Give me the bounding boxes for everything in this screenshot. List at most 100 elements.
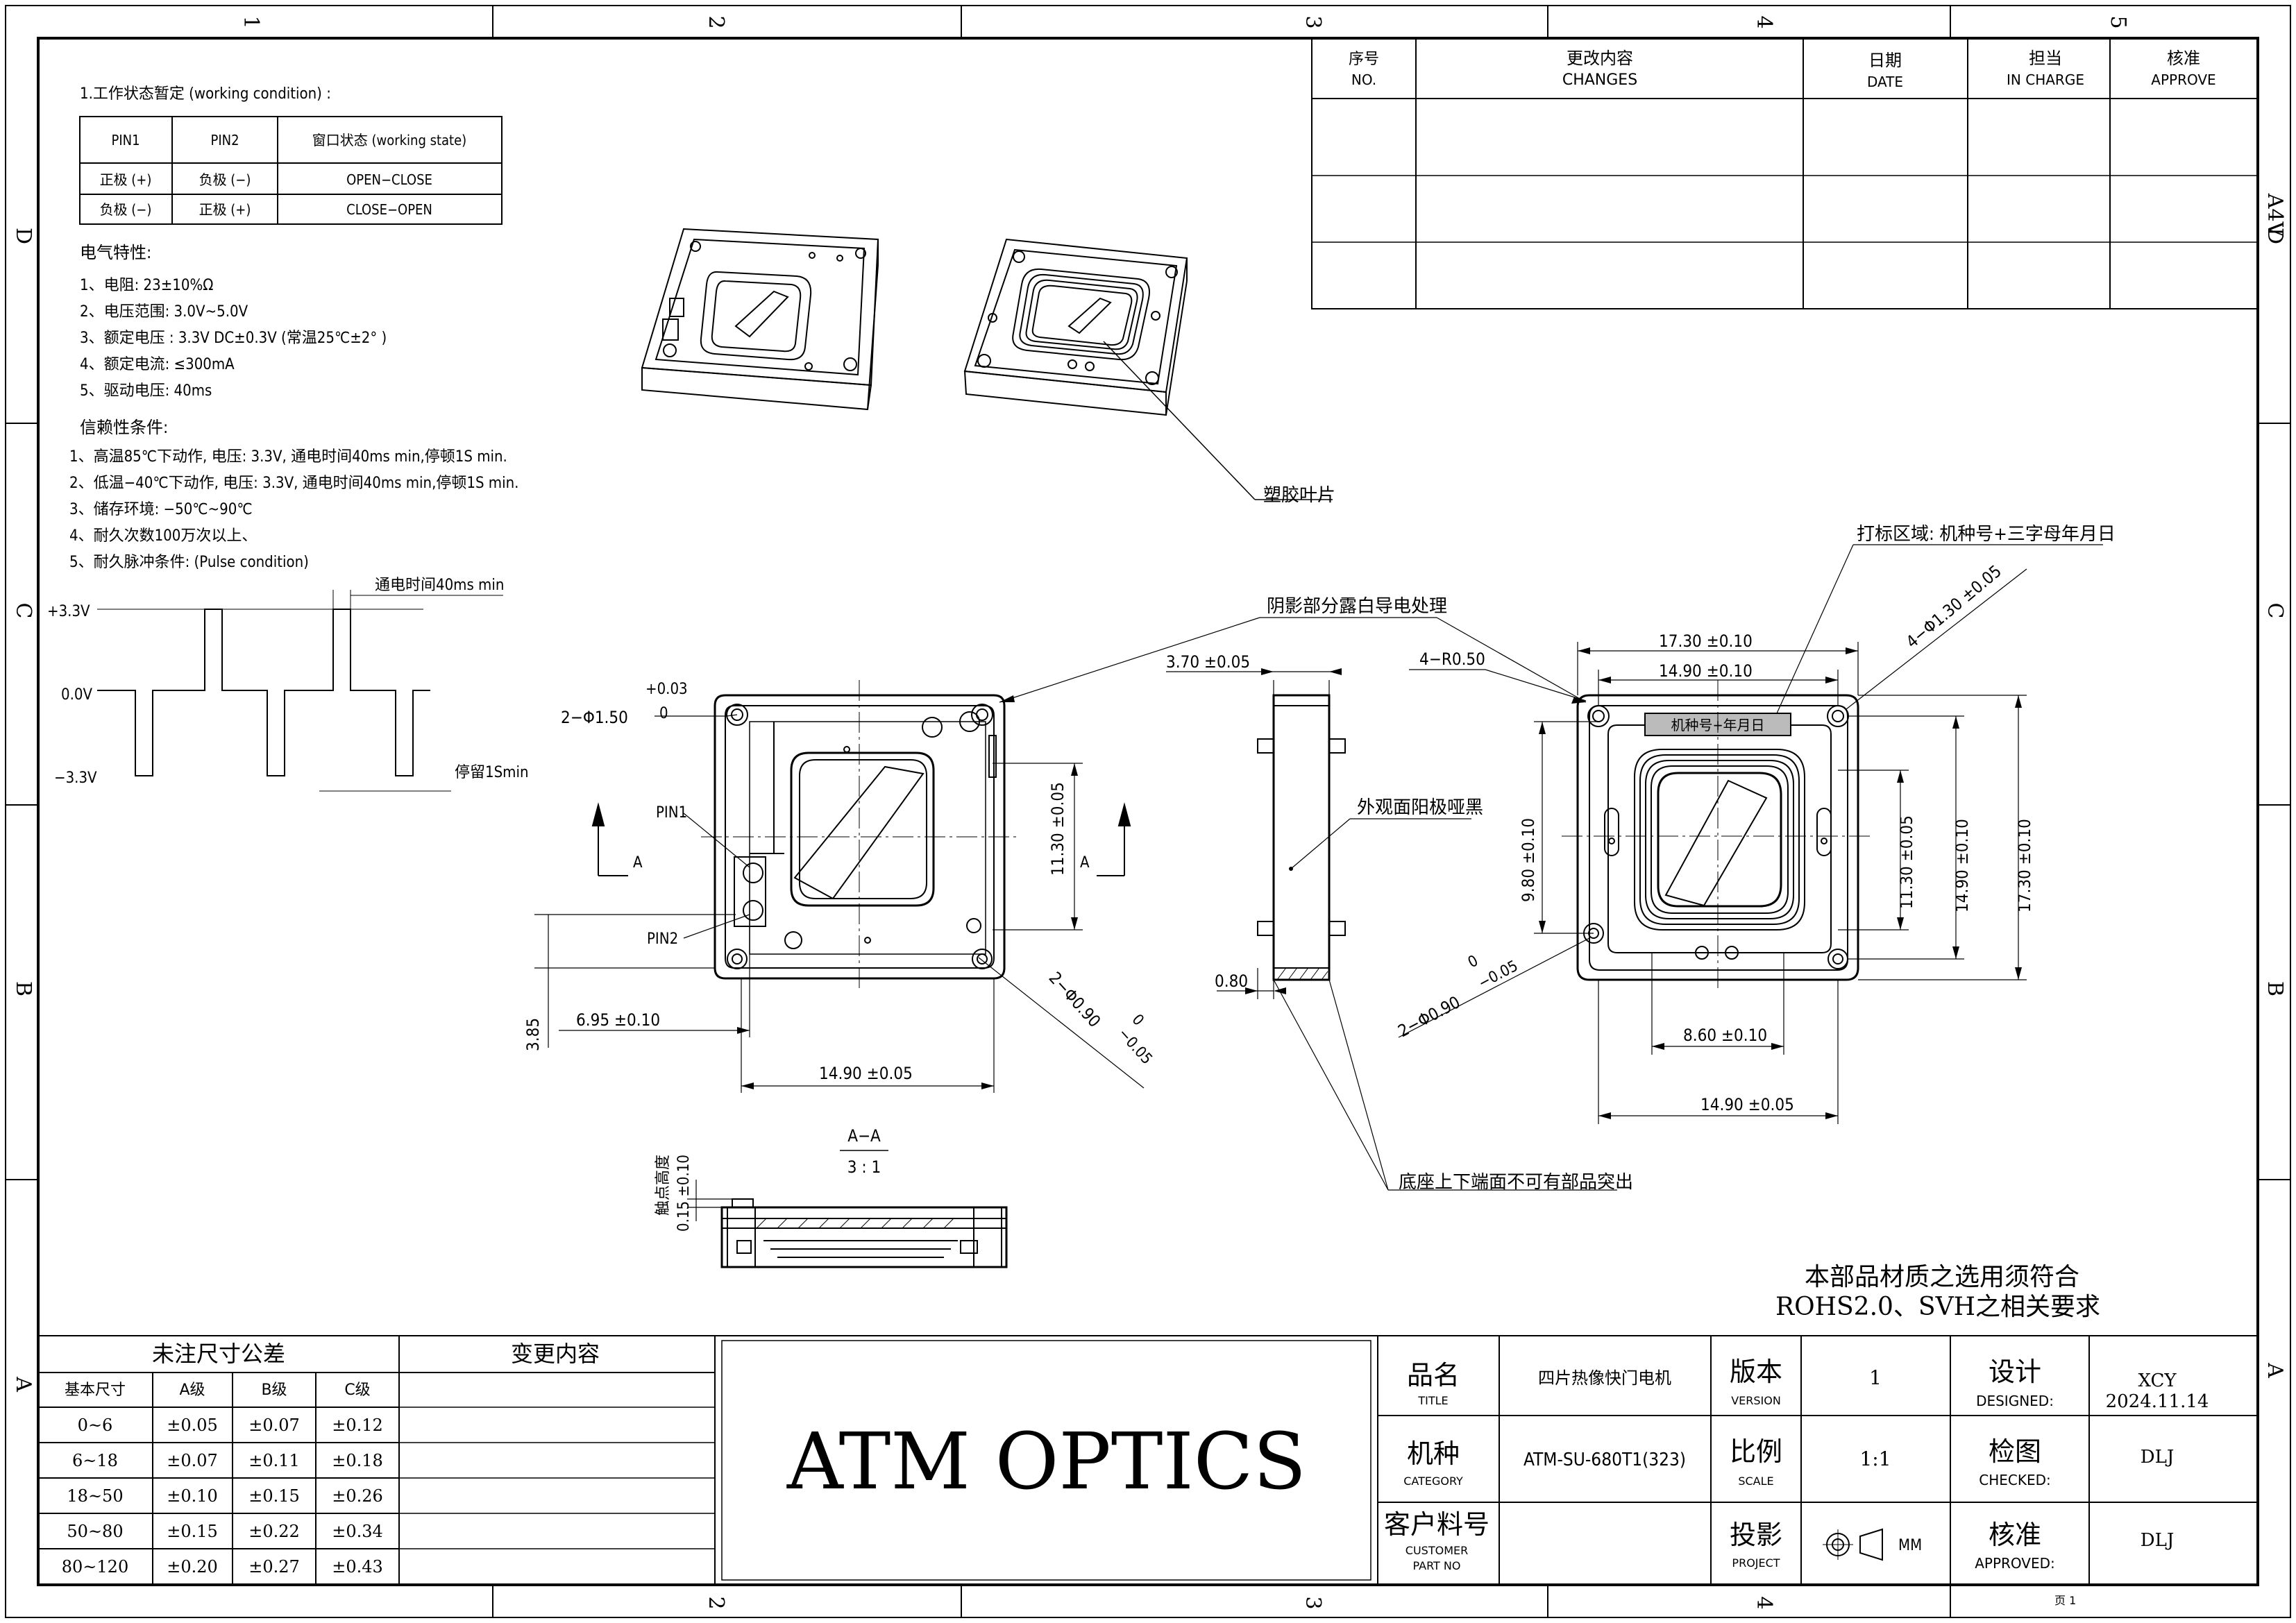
front-dim-14-90: 14.90 ±0.05 [819, 1064, 913, 1083]
front-dim-6-95: 6.95 ±0.10 [576, 1010, 660, 1030]
pulse-on-time: 通电时间40ms min [375, 577, 504, 594]
back-r-0-50: 4−R0.50 [1419, 649, 1485, 669]
contact-height-value: 0.15 ±0.10 [675, 1155, 693, 1232]
section-label-a-left: A [633, 854, 643, 872]
paper-size-label: A4V [2263, 193, 2287, 238]
checked-label: 检图 [1989, 1436, 2041, 1467]
tolerance-cell: ±0.26 [332, 1486, 383, 1506]
front-dim-3-85: 3.85 [523, 1018, 543, 1051]
zone-col-4-bottom: 4 [1752, 1596, 1776, 1609]
tolerance-cell: ±0.15 [167, 1522, 218, 1541]
zone-row-b-right: B [2263, 981, 2287, 996]
rohs-line-1: 本部品材质之选用须符合 [1805, 1263, 2079, 1291]
plastic-blade-label: 塑胶叶片 [1263, 485, 1335, 506]
back-dim-17-30-v: 17.30 ±0.10 [2015, 819, 2034, 912]
revision-header-in-charge: 担当 [2029, 49, 2062, 68]
section-arrow-a-left [591, 802, 628, 876]
tolerance-cell: 80~120 [62, 1557, 128, 1577]
pulse-v-low: −3.3V [54, 770, 97, 787]
pulse-pause: 停留1Smin [455, 764, 529, 781]
pulse-v-zero: 0.0V [61, 686, 92, 704]
back-hole-1-30: 4−Φ1.30 ±0.05 [1902, 561, 2005, 652]
side-dim-0-80: 0.80 [1215, 971, 1248, 991]
section-hatch [756, 1218, 954, 1229]
title-value: 四片热像快门电机 [1538, 1368, 1671, 1388]
electrical-line: 4、额定电流: ≤300mA [80, 356, 235, 373]
category-value: ATM-SU-680T1(323) [1523, 1450, 1686, 1470]
approved-name: DLJ [2141, 1530, 2175, 1551]
tolerance-cell: ±0.18 [332, 1451, 383, 1470]
zone-row-d-right: D [2263, 228, 2287, 244]
pin-table: PIN1 PIN2 窗口状态 (working state) 正极 (+) 负极… [79, 116, 503, 225]
zone-col-2-top: 2 [704, 15, 728, 28]
revision-header-no-en: NO. [1351, 71, 1376, 88]
designed-name: XCY [2138, 1370, 2177, 1391]
zone-row-a-right: A [2263, 1362, 2287, 1378]
electrical-line: 1、电阻: 23±10%Ω [80, 277, 213, 294]
designed-label-en: DESIGNED: [1976, 1393, 2054, 1409]
zone-row-c-right: C [2263, 603, 2287, 619]
tolerance-header: B级 [261, 1382, 287, 1399]
tolerance-cell: ±0.20 [167, 1557, 218, 1577]
version-label: 版本 [1730, 1357, 1782, 1387]
tolerance-cell: ±0.15 [248, 1486, 300, 1506]
pin-table-cell: 正极 (+) [100, 171, 152, 188]
tolerance-cell: 18~50 [67, 1486, 123, 1506]
back-hole-0-90-tol-up: 0 [1465, 952, 1481, 971]
tolerance-cell: ±0.34 [332, 1522, 383, 1541]
front-hole-0-90-tol-low: −0.05 [1115, 1025, 1156, 1068]
tolerance-cell: ±0.07 [248, 1416, 300, 1435]
section-scale: 3 : 1 [847, 1157, 881, 1177]
sheet-number: 页 1 [2054, 1594, 2076, 1607]
version-label-en: VERSION [1731, 1394, 1781, 1407]
tolerance-title: 未注尺寸公差 [152, 1341, 285, 1367]
section-label-a-right: A [1080, 854, 1090, 872]
customer-label-en2: PART NO [1413, 1559, 1461, 1572]
zone-col-3-top: 3 [1301, 15, 1325, 28]
pin-table-cell: 正极 (+) [199, 201, 251, 218]
front-hole-0-90: 2−Φ0.90 [1045, 968, 1105, 1031]
back-dim-8-60: 8.60 ±0.10 [1683, 1026, 1767, 1045]
approved-label-en: APPROVED: [1975, 1555, 2055, 1572]
pin-table-header-pin2: PIN2 [210, 132, 239, 148]
zone-row-c-left: C [11, 603, 35, 619]
back-dim-14-90-top: 14.90 ±0.10 [1659, 661, 1753, 681]
tolerance-cell: ±0.22 [248, 1522, 300, 1541]
back-view [1562, 680, 1874, 992]
sheet-frame [5, 5, 2291, 1618]
front-hole-0-90-tol-up: 0 [1129, 1011, 1147, 1029]
side-dim-3-70: 3.70 ±0.05 [1166, 652, 1250, 672]
notes-block: 1.工作状态暂定 (working condition) : PIN1 PIN2… [47, 85, 529, 792]
tolerance-header: C级 [344, 1382, 370, 1399]
customer-label-en1: CUSTOMER [1406, 1544, 1468, 1557]
electrical-title: 电气特性: [80, 243, 151, 262]
customer-label: 客户料号 [1384, 1509, 1489, 1540]
front-view [701, 680, 1020, 992]
side-hatch [1276, 968, 1328, 980]
contact-height-label: 触点高度 [655, 1155, 672, 1216]
tolerance-cell: ±0.12 [332, 1416, 383, 1435]
pulse-waveform [97, 590, 503, 792]
tolerance-cell: ±0.27 [248, 1557, 300, 1577]
front-dimensions [534, 617, 1587, 1093]
tolerance-header: 基本尺寸 [65, 1382, 126, 1399]
back-dim-9-80: 9.80 ±0.10 [1519, 818, 1538, 902]
category-label-en: CATEGORY [1403, 1475, 1463, 1488]
revision-table: 序号 NO. 更改内容 CHANGES 日期 DATE 担当 IN CHARGE… [1311, 37, 2259, 309]
pin-table-header-pin1: PIN1 [111, 132, 140, 148]
pin-table-cell: OPEN−CLOSE [346, 171, 432, 188]
revision-header-approve-en: APPROVE [2151, 71, 2215, 88]
back-hole-0-90: 2−Φ0.90 [1395, 992, 1464, 1041]
revision-header-in-charge-en: IN CHARGE [2007, 71, 2084, 88]
revision-header-approve: 核准 [2167, 49, 2200, 68]
front-hole-1-50-tol-up: +0.03 [645, 681, 688, 698]
back-dim-14-90-bottom: 14.90 ±0.05 [1700, 1095, 1794, 1114]
back-dim-arrows [1539, 647, 2022, 1119]
front-hole-1-50-tol-low: 0 [659, 705, 668, 722]
tolerance-cell: ±0.11 [248, 1451, 300, 1470]
zone-row-a-left: A [11, 1376, 35, 1392]
shadow-callout-label: 阴影部分露白导电处理 [1267, 596, 1447, 617]
zone-row-b-left: B [11, 981, 35, 996]
back-dim-11-30: 11.30 ±0.05 [1897, 815, 1916, 909]
